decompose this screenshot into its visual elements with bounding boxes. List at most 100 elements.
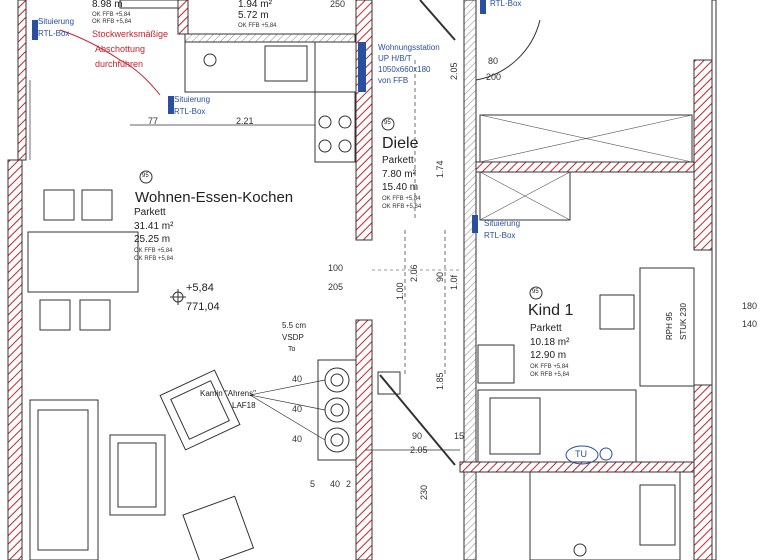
dining-table — [27, 231, 139, 293]
dimension: 90 — [412, 431, 423, 441]
dimension: 5 — [310, 479, 316, 489]
desk — [639, 267, 695, 387]
wohnungsstation-box — [358, 42, 366, 92]
room-name-kind1: Kind 1 — [528, 302, 574, 319]
room-area: 1.94 m² — [238, 0, 272, 10]
dining-chair — [79, 299, 111, 331]
room-ok: OK FFB +5,84 — [134, 248, 173, 254]
kitchen-counter-right — [314, 91, 356, 163]
dimension: 2.21 — [236, 116, 254, 126]
coffee-table — [109, 434, 166, 516]
dimension: 1.85 — [435, 372, 445, 390]
desk-chair — [599, 294, 635, 330]
rtl-box-label: RTL-Box — [484, 231, 516, 240]
room-number: 95 — [532, 289, 539, 295]
station-label: Wohnungsstation — [378, 43, 440, 52]
room-area: 5.72 m — [238, 10, 269, 21]
armchair — [159, 369, 241, 451]
room-floor: Parkett — [530, 323, 562, 334]
room-area: 15.40 m — [382, 182, 419, 193]
vsdp-label: VSDP — [282, 333, 304, 342]
dimension: 230 — [419, 484, 429, 500]
dimension: 80 — [488, 56, 499, 66]
wall-top-bathroom — [177, 0, 189, 35]
closet — [479, 171, 571, 221]
dimension: 40 — [330, 479, 341, 489]
vsdp-label: To — [288, 346, 296, 353]
room-ok: OK RFB +5,84 — [382, 204, 422, 210]
wall-kind1-top — [475, 161, 695, 173]
dimension: 90 — [435, 271, 445, 282]
dining-chair — [39, 299, 71, 331]
dimension: 40 — [292, 434, 303, 444]
wall-left-outer — [7, 159, 23, 560]
dimension: 180 — [742, 301, 758, 311]
door-swing — [475, 0, 541, 81]
room-number: 95 — [142, 173, 149, 179]
wall-diele-left-lower — [355, 319, 373, 560]
room-ok: OK FFB +5,84 — [530, 364, 569, 370]
dimension: 205 — [328, 282, 344, 292]
room-area: 8.98 m — [92, 0, 123, 10]
wall-kitchen-top — [184, 33, 356, 43]
vsdp-label: 5.5 cm — [282, 321, 307, 330]
level-value: +5,84 — [186, 282, 214, 294]
room-ok: OK RFB +5,84 — [92, 19, 132, 25]
room-ok: OK FFB +5,84 — [382, 196, 421, 202]
room-area: 12.90 m — [530, 350, 567, 361]
wall-right-thin — [711, 0, 717, 560]
station-label: von FFB — [378, 76, 409, 85]
room-ok: OK RFB +5,84 — [530, 372, 570, 378]
rtl-box-label: RTL-Box — [490, 0, 522, 8]
dimension: 40 — [292, 404, 303, 414]
dimension: 2 — [346, 479, 352, 489]
stuk-label: STUK 230 — [679, 303, 688, 340]
room-floor: Parkett — [382, 155, 414, 166]
dimension: 2.06 — [409, 264, 419, 282]
dimension: 77 — [148, 116, 159, 126]
rtl-box-label: RTL-Box — [174, 107, 206, 116]
wall-left-top — [17, 0, 27, 161]
chair — [477, 344, 515, 384]
wardrobe — [479, 114, 693, 163]
room-area: 10.18 m² — [530, 337, 570, 348]
bed-lower — [529, 471, 681, 560]
kamin-column — [317, 359, 357, 461]
tu-mark: TU — [575, 449, 587, 459]
level-value: 771,04 — [186, 301, 220, 313]
room-name-diele: Diele — [382, 135, 419, 152]
room-ok: OK RFB +5,84 — [134, 256, 174, 262]
note-text: durchführen — [95, 59, 144, 69]
sofa — [29, 399, 99, 560]
situierung-label: Situierung — [484, 219, 521, 228]
room-floor: Parkett — [134, 207, 166, 218]
dimension: 100 — [328, 263, 344, 273]
kitchen-sink — [264, 45, 308, 82]
room-ok: OK FFB +5,84 — [238, 23, 277, 29]
dimension: 1.0f — [449, 274, 459, 290]
rph-label: RPH 95 — [665, 311, 674, 340]
kamin-label: Kamin "Ahrens" — [200, 389, 256, 398]
wall-diele-right — [463, 0, 477, 560]
room-ok: OK FFB +5,84 — [92, 12, 131, 18]
dining-chair — [43, 189, 75, 221]
dimension: 1.00 — [395, 282, 405, 300]
dimension: 140 — [742, 319, 758, 329]
rtl-box-label: RTL-Box — [38, 29, 70, 38]
dimension: 40 — [292, 374, 303, 384]
dining-chair — [81, 189, 113, 221]
room-area: 7.80 m² — [382, 169, 416, 180]
station-label: 1050x660x180 — [378, 65, 431, 74]
dimension: 2.05 — [410, 445, 428, 455]
wall-right-outer-lower — [693, 384, 713, 560]
room-number: 95 — [384, 120, 391, 126]
room-area: 25.25 m — [134, 234, 171, 245]
wall-diele-left — [355, 0, 373, 241]
room-name-wohnen: Wohnen-Essen-Kochen — [135, 189, 294, 206]
kitchen-counter — [184, 41, 316, 93]
note-text: Abschottung — [95, 44, 146, 54]
note-text: Stockwerksmäßige — [92, 29, 169, 39]
kamin-label: LAF18 — [232, 401, 256, 410]
dimension: 1.74 — [435, 160, 445, 178]
